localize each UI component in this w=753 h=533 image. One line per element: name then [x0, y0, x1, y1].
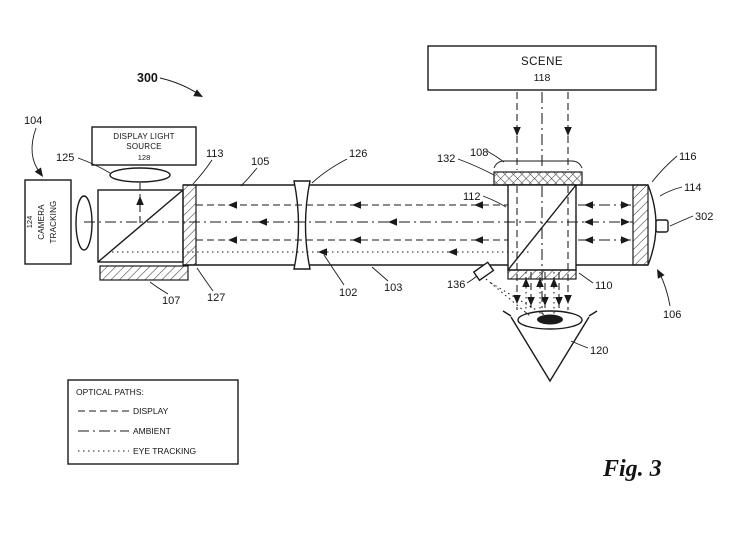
display-light-source: DISPLAY LIGHT SOURCE 128 [91, 126, 197, 183]
eye-tick-left [502, 310, 512, 317]
leader-105 [240, 167, 258, 187]
filter-brace [493, 160, 583, 169]
leader-116 [651, 155, 678, 183]
ref-103: 103 [384, 282, 402, 294]
top-filter-strip [493, 171, 583, 186]
eye [502, 310, 598, 383]
left-prism [97, 184, 197, 281]
leader-300 [159, 77, 201, 96]
ref-113: 113 [206, 148, 224, 160]
ref-127: 127 [207, 292, 225, 304]
leader-126 [311, 158, 348, 184]
leader-113 [192, 159, 213, 185]
scene-rect [427, 45, 657, 91]
leader-132 [457, 158, 495, 176]
legend-box [67, 379, 239, 465]
eye-tick-right [588, 310, 598, 317]
ref-112: 112 [463, 191, 481, 203]
leader-112 [482, 195, 507, 208]
ref-126: 126 [349, 148, 367, 160]
tracking-camera-label-2: CAMERA [37, 204, 46, 240]
ref-125: 125 [56, 152, 74, 164]
eye-pupil [537, 314, 563, 325]
ref-102: 102 [339, 287, 357, 299]
leader-104 [31, 127, 42, 175]
left-hatched-strip [182, 184, 197, 266]
tube-right-cap [647, 184, 657, 266]
ref-104: 104 [24, 115, 42, 127]
scene-title: SCENE [521, 56, 563, 68]
tracking-camera-label-1: TRACKING [49, 201, 58, 244]
leader-108 [486, 150, 505, 163]
legend-title: OPTICAL PATHS: [76, 387, 144, 397]
reference-labels: 300 104 125 113 105 126 132 108 116 114 … [24, 71, 713, 357]
right-hatched-strip [632, 184, 649, 266]
ref-300: 300 [137, 71, 158, 85]
ref-110: 110 [595, 280, 613, 292]
tracking-camera: TRACKING CAMERA 124 [24, 179, 93, 265]
camera-lens [75, 195, 93, 251]
bottom-hatched-plate [99, 265, 189, 281]
leader-127 [196, 267, 214, 292]
leader-114 [659, 186, 683, 197]
ref-107: 107 [162, 295, 180, 307]
leader-107 [149, 281, 169, 295]
leader-103 [371, 266, 389, 282]
legend: OPTICAL PATHS: DISPLAY AMBIENT EYE TRACK… [67, 379, 239, 465]
ref-136: 136 [447, 279, 465, 291]
tracking-camera-ref: 124 [25, 216, 34, 229]
display-source-label-1: DISPLAY LIGHT [113, 132, 174, 141]
display-source-label-2: SOURCE [126, 142, 161, 151]
tube-right-end [632, 184, 669, 266]
leader-136 [466, 275, 478, 284]
ray-arrowheads [136, 127, 630, 306]
leader-120 [570, 340, 589, 349]
display-source-rect [91, 126, 197, 166]
left-prism-diagonal [97, 189, 184, 263]
leader-110 [578, 272, 594, 284]
display-source-ref: 128 [138, 153, 151, 162]
ref-106: 106 [663, 309, 681, 321]
ref-114: 114 [684, 182, 702, 194]
beamsplitter-diagonal [507, 184, 577, 271]
concave-lens [293, 180, 311, 270]
legend-label-display: DISPLAY [133, 406, 169, 416]
waveguide-tube [183, 184, 657, 266]
ref-105: 105 [251, 156, 269, 168]
ref-120: 120 [590, 345, 608, 357]
leader-302 [669, 215, 694, 227]
scene-box: SCENE 118 [427, 45, 657, 91]
end-port-nub [655, 219, 669, 233]
eye-cone [510, 316, 590, 383]
legend-label-eyetracking: EYE TRACKING [133, 446, 196, 456]
right-beamsplitter [493, 160, 583, 280]
source-lens [109, 167, 171, 183]
leader-102 [323, 254, 345, 286]
ref-116: 116 [679, 151, 697, 163]
figure-caption: Fig. 3 [602, 456, 662, 482]
scene-ref: 118 [534, 72, 551, 84]
ref-302: 302 [695, 211, 713, 223]
tracking-camera-rect [24, 179, 72, 265]
legend-label-ambient: AMBIENT [133, 426, 171, 436]
ref-132: 132 [437, 153, 455, 165]
leader-125 [77, 157, 111, 174]
ref-108: 108 [470, 147, 488, 159]
